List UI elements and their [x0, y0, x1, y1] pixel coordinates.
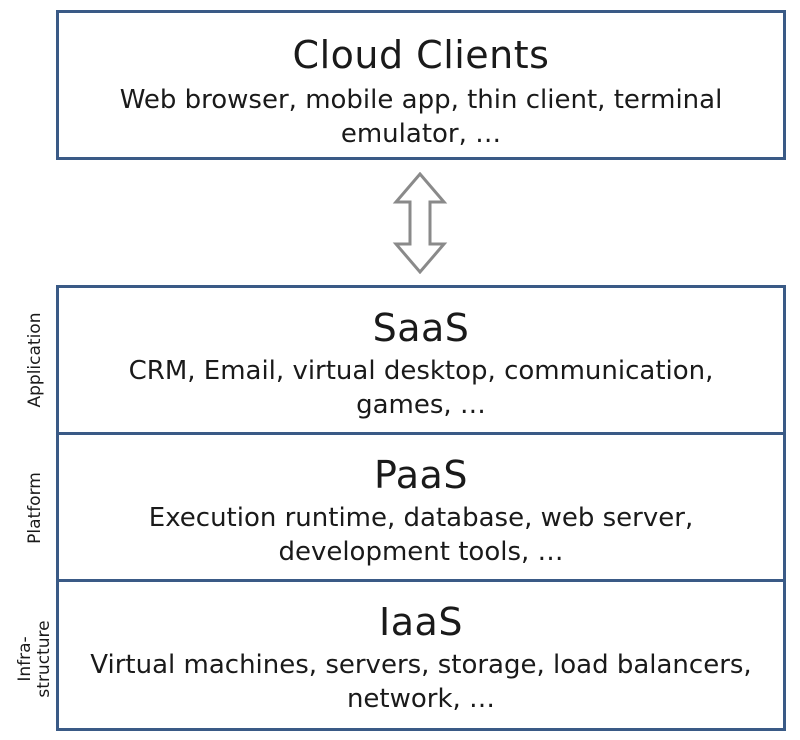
cloud-clients-description: Web browser, mobile app, thin client, te… — [119, 85, 723, 149]
application-side-label: Application — [25, 312, 45, 408]
infrastructure-side-label-line1: Infra- — [15, 636, 35, 682]
cloud-clients-box: Cloud Clients Web browser, mobile app, t… — [56, 10, 786, 160]
saas-layer: SaaS CRM, Email, virtual desktop, commun… — [59, 288, 783, 435]
double-headed-arrow-icon — [392, 172, 448, 274]
saas-title: SaaS — [372, 306, 470, 350]
platform-side-label: Platform — [25, 472, 45, 544]
saas-description: CRM, Email, virtual desktop, communicati… — [128, 356, 714, 420]
paas-layer: PaaS Execution runtime, database, web se… — [59, 435, 783, 582]
cloud-clients-title: Cloud Clients — [292, 33, 550, 77]
iaas-title: IaaS — [379, 600, 463, 644]
infrastructure-side-label: Infra- structure — [15, 589, 54, 729]
service-model-stack: SaaS CRM, Email, virtual desktop, commun… — [56, 285, 786, 731]
iaas-description: Virtual machines, servers, storage, load… — [90, 650, 752, 714]
paas-title: PaaS — [374, 453, 468, 497]
iaas-layer: IaaS Virtual machines, servers, storage,… — [59, 582, 783, 728]
paas-description: Execution runtime, database, web server,… — [148, 503, 694, 567]
infrastructure-side-label-line2: structure — [34, 620, 54, 698]
